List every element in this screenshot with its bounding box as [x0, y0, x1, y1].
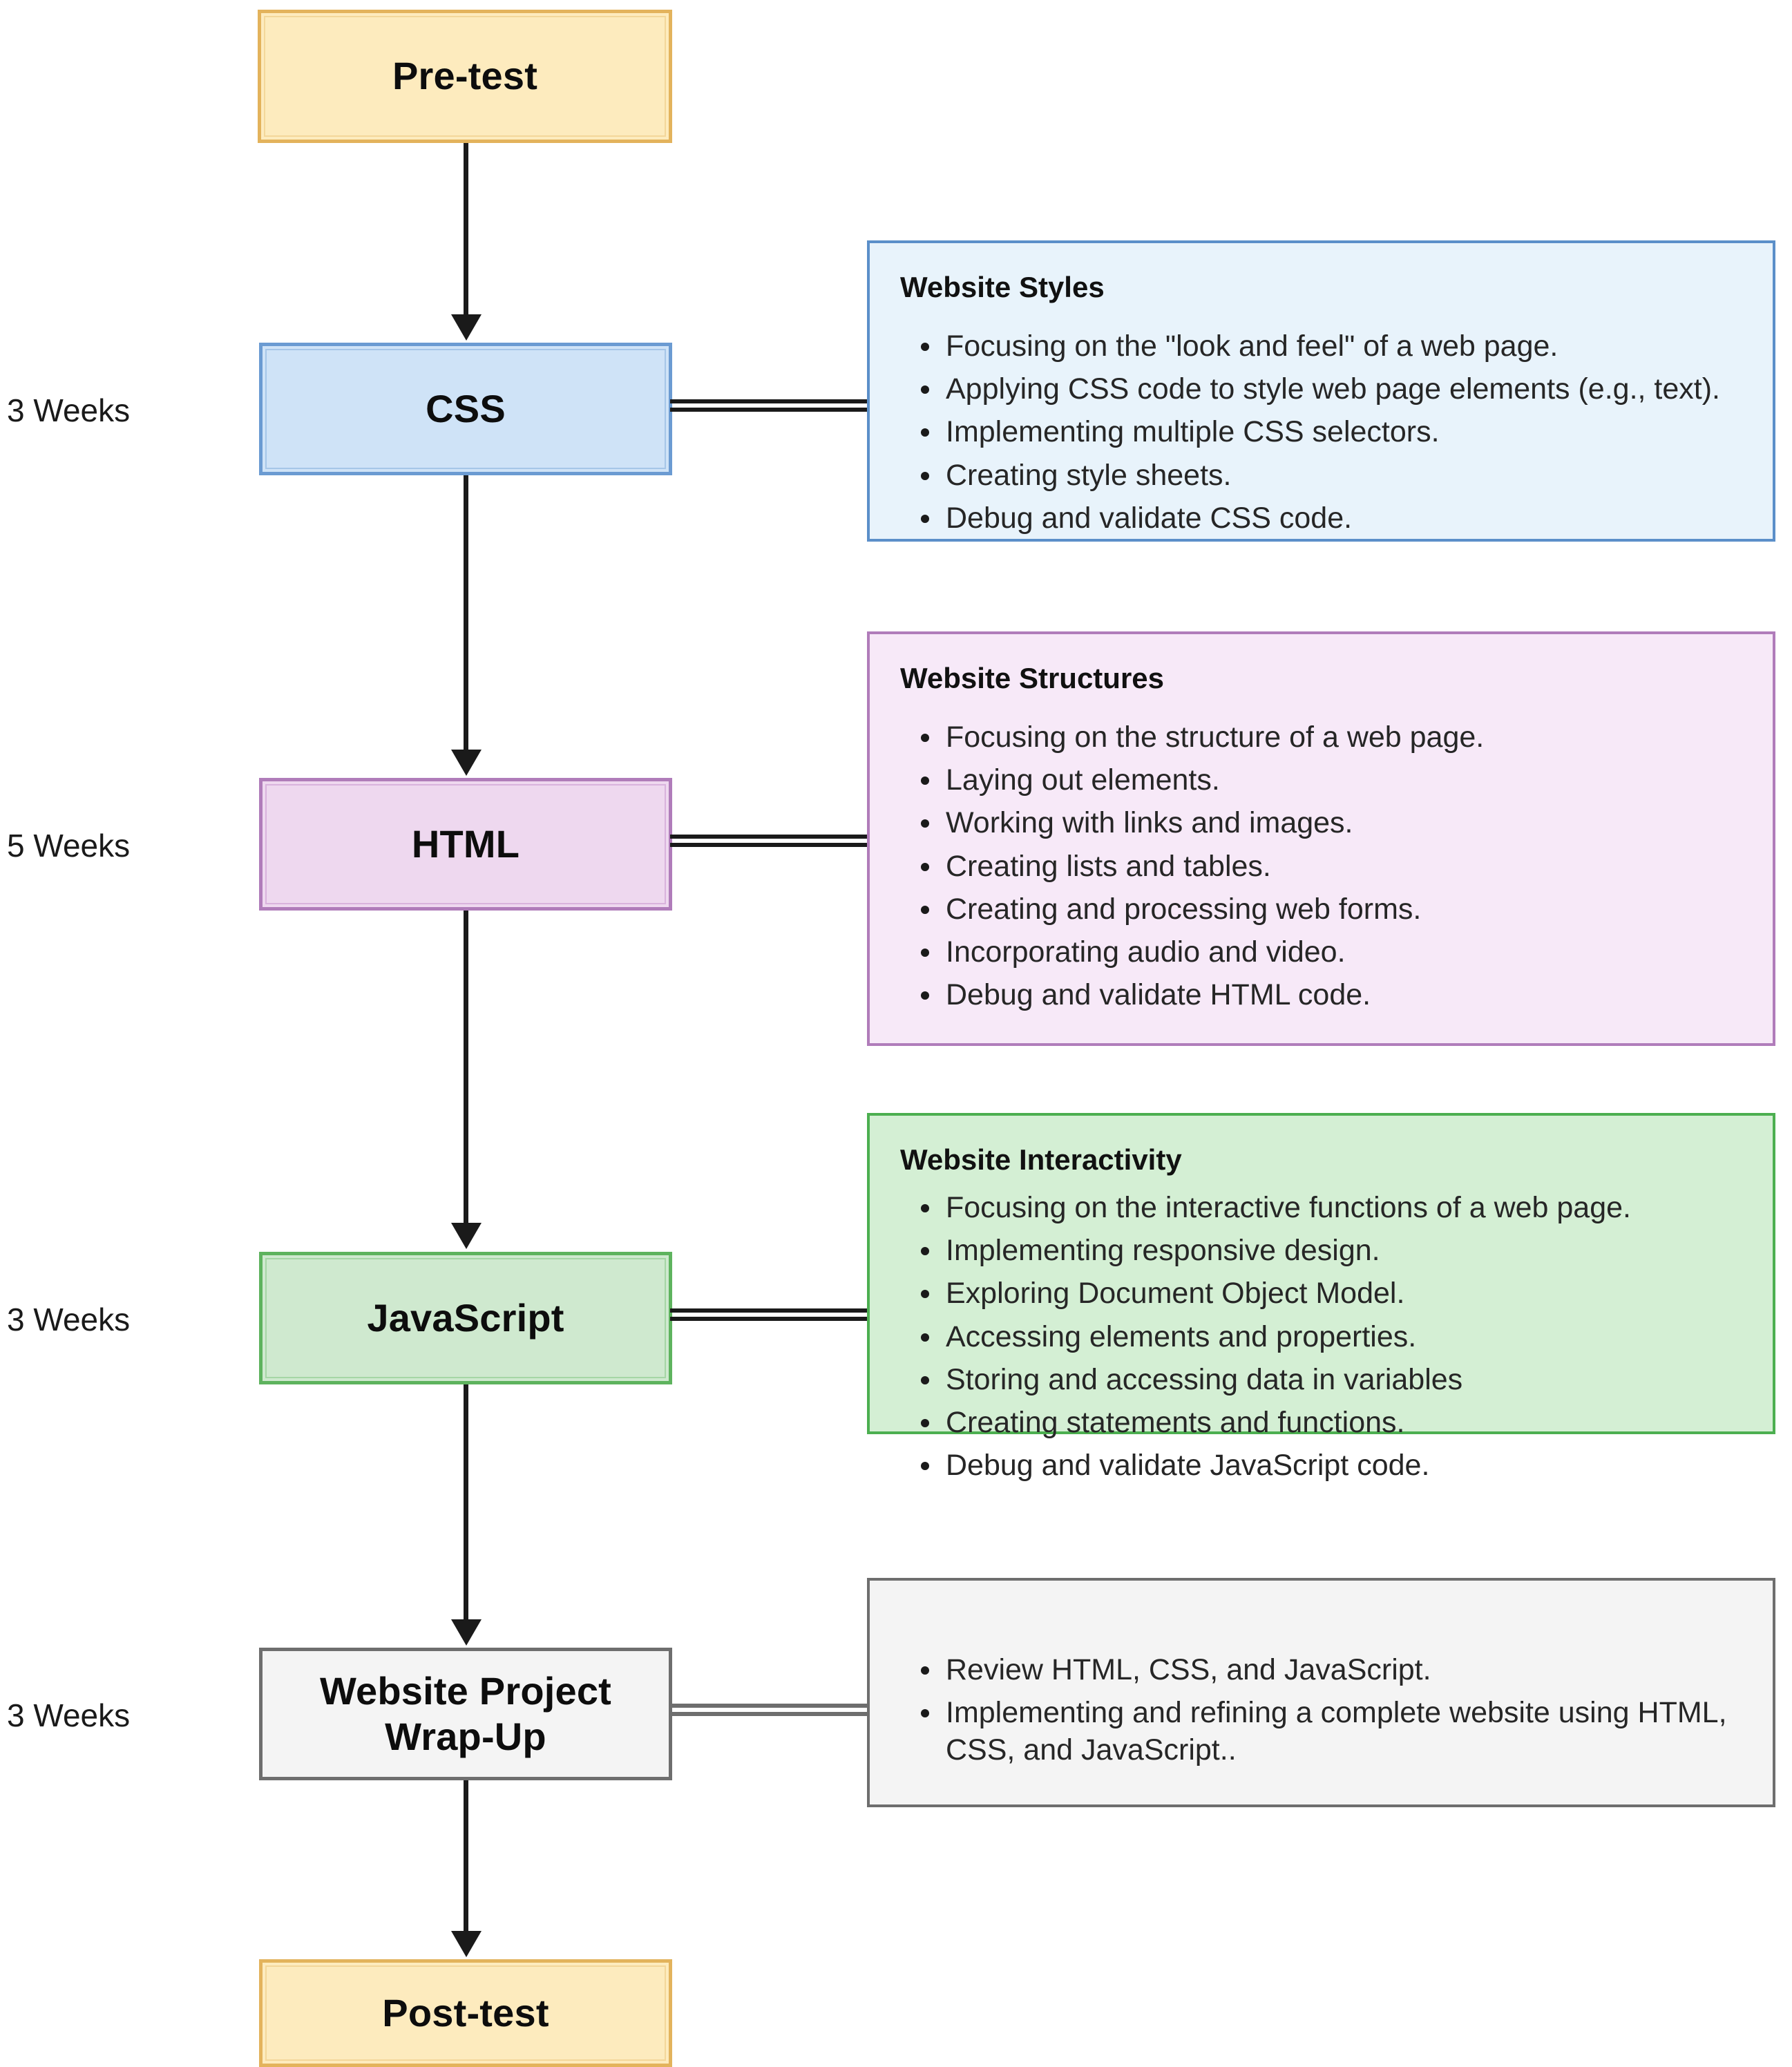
list-item: Creating lists and tables.: [921, 848, 1749, 885]
list-item: Focusing on the "look and feel" of a web…: [921, 327, 1749, 365]
duration-wrapup-text: 3 Weeks: [7, 1697, 131, 1733]
list-item: Laying out elements.: [921, 761, 1749, 799]
list-item: Incorporating audio and video.: [921, 933, 1749, 971]
list-item: Debug and validate HTML code.: [921, 976, 1749, 1013]
list-item: Debug and validate JavaScript code.: [921, 1447, 1749, 1484]
connector-javascript-to-wrapup: [464, 1384, 468, 1621]
node-javascript[interactable]: JavaScript: [259, 1252, 672, 1384]
link-css-to-callout: [670, 399, 870, 412]
callout-website-interactivity: Website Interactivity Focusing on the in…: [867, 1113, 1775, 1482]
list-item: Working with links and images.: [921, 804, 1749, 841]
arrowhead-css: [451, 314, 482, 341]
list-item: Implementing responsive design.: [921, 1232, 1749, 1269]
arrowhead-wrapup: [451, 1619, 482, 1646]
duration-javascript-text: 3 Weeks: [7, 1302, 131, 1337]
node-posttest-label: Post-test: [382, 1990, 549, 2035]
node-posttest[interactable]: Post-test: [259, 1959, 672, 2067]
list-item: Implementing and refining a complete web…: [921, 1694, 1749, 1769]
callout-website-interactivity-list: Focusing on the interactive functions of…: [893, 1189, 1749, 1484]
arrowhead-javascript: [451, 1223, 482, 1249]
callout-website-styles-title: Website Styles: [900, 271, 1105, 303]
list-item: Debug and validate CSS code.: [921, 499, 1749, 537]
duration-label-javascript: 3 Weeks: [7, 1301, 130, 1338]
node-javascript-label: JavaScript: [367, 1295, 564, 1340]
duration-label-css: 3 Weeks: [7, 392, 130, 429]
duration-label-html: 5 Weeks: [7, 827, 130, 864]
node-pretest-label: Pre-test: [392, 54, 538, 98]
node-css[interactable]: CSS: [259, 343, 672, 475]
list-item: Storing and accessing data in variables: [921, 1361, 1749, 1398]
node-html-label: HTML: [411, 821, 520, 866]
list-item: Creating and processing web forms.: [921, 890, 1749, 928]
node-website-project-wrapup[interactable]: Website Project Wrap-Up: [259, 1648, 672, 1780]
callout-project-wrapup-list: Review HTML, CSS, and JavaScript. Implem…: [893, 1651, 1749, 1769]
connector-html-to-javascript: [464, 911, 468, 1225]
list-item: Creating style sheets.: [921, 457, 1749, 494]
node-html[interactable]: HTML: [259, 778, 672, 911]
callout-website-structures-list: Focusing on the structure of a web page.…: [893, 718, 1749, 1013]
list-item: Implementing multiple CSS selectors.: [921, 413, 1749, 450]
link-wrapup-to-callout: [670, 1704, 870, 1716]
callout-website-structures: Website Structures Focusing on the struc…: [867, 631, 1775, 1046]
list-item: Exploring Document Object Model.: [921, 1275, 1749, 1312]
callout-website-structures-title: Website Structures: [900, 662, 1164, 694]
duration-html-text: 5 Weeks: [7, 828, 131, 864]
callout-website-styles: Website Styles Focusing on the "look and…: [867, 240, 1775, 542]
node-wrapup-label-line1: Website Project: [319, 1668, 612, 1713]
node-pretest[interactable]: Pre-test: [258, 10, 672, 143]
arrowhead-posttest: [451, 1931, 482, 1957]
node-wrapup-label-line2: Wrap-Up: [385, 1715, 546, 1758]
list-item: Focusing on the structure of a web page.: [921, 718, 1749, 756]
list-item: Focusing on the interactive functions of…: [921, 1189, 1749, 1226]
duration-css-text: 3 Weeks: [7, 392, 131, 428]
callout-project-wrapup: Review HTML, CSS, and JavaScript. Implem…: [867, 1578, 1775, 1807]
connector-css-to-html: [464, 475, 468, 752]
list-item: Review HTML, CSS, and JavaScript.: [921, 1651, 1749, 1688]
connector-wrapup-to-posttest: [464, 1780, 468, 1932]
list-item: Accessing elements and properties.: [921, 1318, 1749, 1355]
duration-label-wrapup: 3 Weeks: [7, 1697, 130, 1734]
callout-website-styles-list: Focusing on the "look and feel" of a web…: [893, 327, 1749, 537]
link-html-to-callout: [670, 835, 870, 847]
connector-pretest-to-css: [464, 143, 468, 317]
node-css-label: CSS: [426, 386, 506, 430]
arrowhead-html: [451, 750, 482, 776]
link-javascript-to-callout: [670, 1308, 870, 1321]
list-item: Creating statements and functions.: [921, 1404, 1749, 1441]
list-item: Applying CSS code to style web page elem…: [921, 370, 1749, 408]
callout-website-interactivity-title: Website Interactivity: [900, 1143, 1182, 1176]
